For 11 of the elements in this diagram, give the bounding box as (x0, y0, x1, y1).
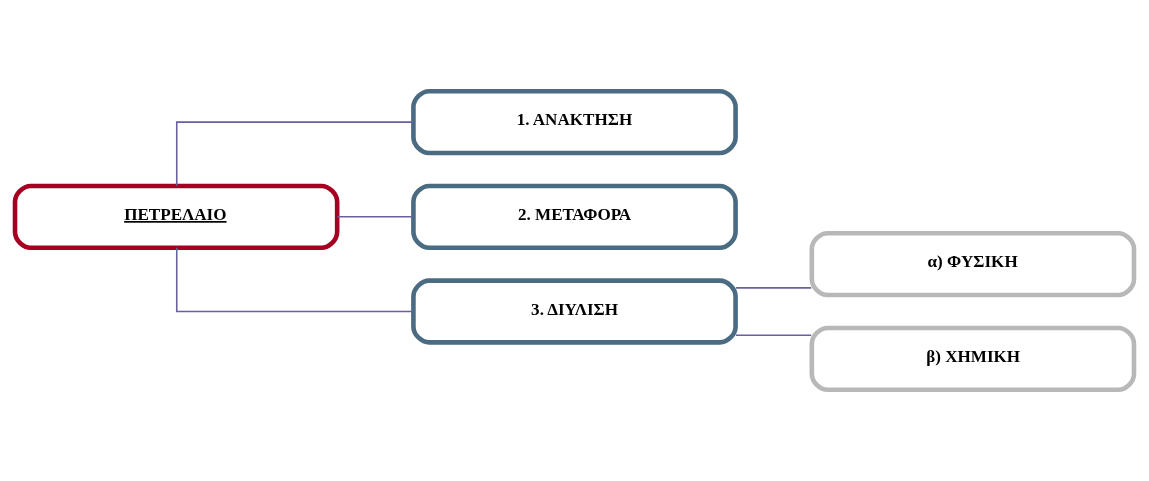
node-box: 1. ΑΝΑΚΤΗΣΗ (411, 88, 738, 156)
node-box: 3. ΔΙΥΛΙΣΗ (411, 278, 738, 345)
node-box: ΠΕΤΡΕΛΑΙΟ (12, 183, 340, 251)
connector (175, 121, 415, 187)
connector (735, 334, 812, 336)
node-box: 2. ΜΕΤΑΦΟΡΑ (411, 183, 738, 251)
connector (175, 247, 415, 313)
node-box: α) ΦΥΣΙΚΗ (809, 230, 1137, 298)
node-box: β) ΧΗΜΙΚΗ (809, 325, 1137, 393)
connector (336, 216, 414, 218)
connector (735, 287, 812, 289)
